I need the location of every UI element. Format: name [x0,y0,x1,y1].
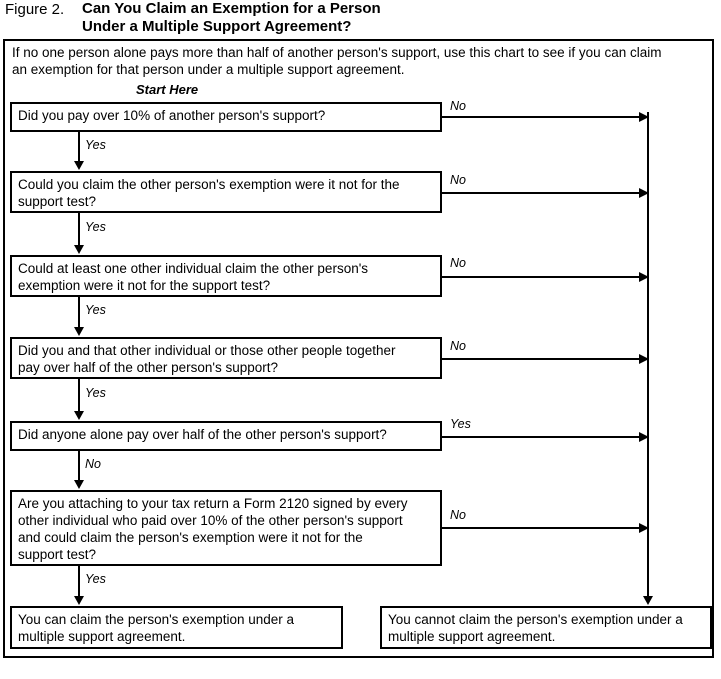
connector-box1-to-box2 [78,132,80,162]
outcome-box-can-claim: You can claim the person's exemption und… [10,606,343,649]
figure-title: Can You Claim an Exemption for a Person … [82,0,381,36]
edge-label-box5-no: No [85,457,101,471]
connector-box3-right [441,276,643,278]
arrowhead-box2-to-box3 [74,245,84,254]
edge-label-box3-no: No [450,256,466,270]
edge-label-box1-yes: Yes [85,138,106,152]
edge-label-box2-yes: Yes [85,220,106,234]
outcome-box-cannot-claim-line-1: You cannot claim the person's exemption … [388,612,683,627]
arrowhead-box3-right [639,272,649,282]
arrowhead-box1-to-box2 [74,161,84,170]
figure-title-line-1: Can You Claim an Exemption for a Person [82,0,381,17]
intro-line-1: If no one person alone pays more than ha… [12,45,662,60]
arrowhead-collector-to-outcome [643,596,653,605]
decision-box-6-line-4: support test? [18,547,97,562]
connector-box5-to-box6 [78,451,80,481]
outcome-box-can-claim-line-1: You can claim the person's exemption und… [18,612,294,627]
connector-box6-to-outcome [78,566,80,598]
connector-box2-to-box3 [78,213,80,246]
connector-box1-right [441,116,643,118]
edge-label-box5-yes: Yes [450,417,471,431]
decision-box-2: Could you claim the other person's exemp… [10,171,442,213]
arrowhead-box3-to-box4 [74,327,84,336]
edge-label-box6-yes: Yes [85,572,106,586]
decision-box-3: Could at least one other individual clai… [10,255,442,297]
arrowhead-box2-right [639,188,649,198]
connector-box3-to-box4 [78,297,80,328]
arrowhead-box5-right [639,432,649,442]
decision-box-6-line-1: Are you attaching to your tax return a F… [18,496,408,511]
connector-box6-right [441,527,643,529]
decision-box-3-line-1: Could at least one other individual clai… [18,261,369,276]
arrowhead-box5-to-box6 [74,480,84,489]
edge-label-box2-no: No [450,173,466,187]
arrowhead-box6-right [639,523,649,533]
edge-label-box4-no: No [450,339,466,353]
intro-paragraph: If no one person alone pays more than ha… [12,44,704,78]
decision-box-5-line-1: Did anyone alone pay over half of the ot… [18,427,387,442]
outcome-box-can-claim-line-2: multiple support agreement. [18,629,186,644]
decision-box-4-line-1: Did you and that other individual or tho… [18,343,396,358]
collector-rail-vertical [647,112,649,599]
outcome-box-cannot-claim: You cannot claim the person's exemption … [380,606,712,649]
decision-box-3-line-2: exemption were it not for the support te… [18,278,271,293]
arrowhead-box4-right [639,354,649,364]
connector-box4-right [441,358,643,360]
arrowhead-box4-to-box5 [74,411,84,420]
decision-box-1-line-1: Did you pay over 10% of another person's… [18,108,326,123]
figure-title-line-2: Under a Multiple Support Agreement? [82,18,352,35]
decision-box-2-line-2: support test? [18,194,97,209]
decision-box-5: Did anyone alone pay over half of the ot… [10,421,442,451]
decision-box-1: Did you pay over 10% of another person's… [10,102,442,132]
edge-label-box6-no: No [450,508,466,522]
decision-box-6: Are you attaching to your tax return a F… [10,490,442,566]
decision-box-6-line-3: and could claim the person's exemption w… [18,530,363,545]
decision-box-2-line-1: Could you claim the other person's exemp… [18,177,400,192]
decision-box-6-line-2: other individual who paid over 10% of th… [18,513,403,528]
connector-box4-to-box5 [78,379,80,412]
decision-box-4-line-2: pay over half of the other person's supp… [18,360,278,375]
decision-box-4: Did you and that other individual or tho… [10,337,442,379]
start-here-label: Start Here [136,82,199,97]
arrowhead-box6-to-outcome [74,596,84,605]
edge-label-box3-yes: Yes [85,303,106,317]
connector-box2-right [441,192,643,194]
arrowhead-box1-right [639,112,649,122]
edge-label-box1-no: No [450,99,466,113]
outcome-box-cannot-claim-line-2: multiple support agreement. [388,629,556,644]
edge-label-box4-yes: Yes [85,386,106,400]
connector-box5-right [441,436,643,438]
figure-number-label: Figure 2. [5,1,65,18]
intro-line-2: an exemption for that person under a mul… [12,62,405,77]
